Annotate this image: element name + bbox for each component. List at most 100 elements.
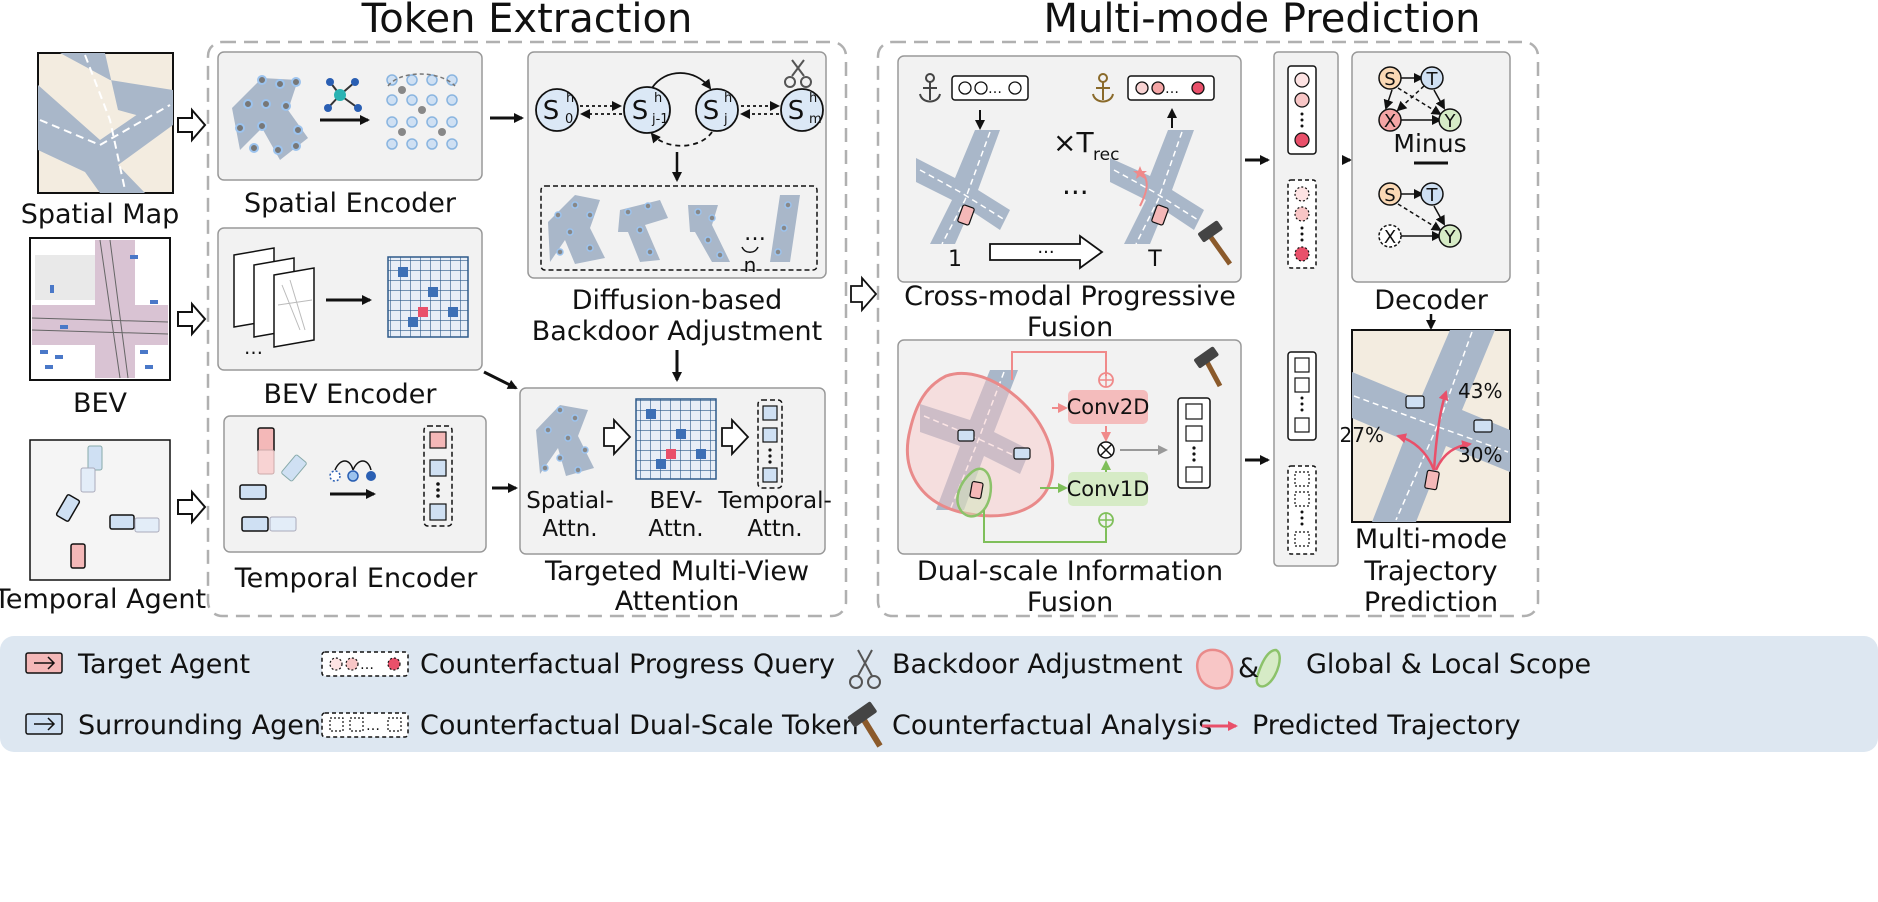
- spatial-attn-label-2: Attn.: [542, 516, 597, 542]
- svg-text:j: j: [723, 112, 728, 127]
- legend-surrounding-agent-icon: [25, 713, 63, 735]
- legend-target-agent-icon: [25, 652, 63, 674]
- diffusion-label-line2: Backdoor Adjustment: [532, 316, 822, 347]
- counterfactual-token-strip: [1287, 465, 1317, 555]
- step-ellipsis: ···: [1062, 176, 1089, 209]
- svg-text:h: h: [724, 91, 732, 106]
- legend-analysis: Counterfactual Analysis: [892, 710, 1212, 741]
- bev-attn-grid: [635, 398, 717, 480]
- legend-progress-query-icon: …: [321, 651, 409, 677]
- svg-text:…: …: [360, 657, 374, 673]
- state-node-0: S h 0: [535, 88, 579, 132]
- bev-attn-label-2: Attn.: [648, 516, 703, 542]
- mode-prob-2: 27%: [1340, 423, 1384, 447]
- anchor-icon-right: [1092, 73, 1114, 103]
- cross-modal-label-line2: Fusion: [1027, 312, 1113, 343]
- hammer-icon-bottom: [1194, 346, 1223, 388]
- svg-text:0: 0: [565, 112, 573, 127]
- dual-scale-label-line2: Fusion: [1027, 587, 1113, 618]
- hammer-icon-top: [1198, 220, 1233, 266]
- svg-text:h: h: [654, 91, 662, 106]
- svg-text:…: …: [244, 337, 263, 359]
- svg-text:…: …: [744, 221, 766, 246]
- legend-scope: Global & Local Scope: [1306, 649, 1591, 680]
- counterfactual-query-column: [1287, 179, 1317, 269]
- conv1d-label: Conv1D: [1067, 477, 1150, 501]
- conv1d-block: [1068, 472, 1148, 506]
- step-start-label: 1: [948, 247, 962, 272]
- legend-progress-query: Counterfactual Progress Query: [420, 649, 835, 680]
- legend-surrounding-agent: Surrounding Agent: [78, 710, 332, 741]
- mode-prob-3: 30%: [1458, 443, 1502, 467]
- temporal-encoder-label: Temporal Encoder: [234, 563, 478, 594]
- dual-scale-token-strip: [1287, 351, 1317, 441]
- progress-arrow: [989, 234, 1104, 270]
- legend-target-agent: Target Agent: [77, 649, 250, 680]
- state-node-j-1: S h j-1: [623, 86, 671, 134]
- graph-network-icon: [324, 78, 362, 112]
- minus-label: Minus: [1393, 129, 1466, 158]
- prediction-label-line3: Prediction: [1364, 587, 1498, 618]
- section-arrow: [850, 275, 878, 313]
- svg-text:Y: Y: [1444, 111, 1457, 132]
- intersection-step-1: [916, 130, 1010, 245]
- legend-panel: [0, 636, 1878, 752]
- bev-label: BEV: [73, 388, 128, 419]
- svg-text:S: S: [1384, 185, 1395, 206]
- svg-text:S: S: [543, 96, 560, 126]
- multi-mode-prediction-title: Multi-mode Prediction: [1043, 0, 1480, 42]
- temporal-attn-label-1: Temporal-: [717, 488, 832, 514]
- legend-scissors-icon: [849, 649, 881, 689]
- temporal-dots-icon: [329, 460, 376, 482]
- message-passing-graph: [386, 73, 458, 150]
- temporal-agent-thumbnail: [29, 439, 171, 581]
- svg-text:S: S: [788, 96, 805, 126]
- svg-text:…: …: [988, 81, 1002, 97]
- temporal-token-column: [423, 425, 453, 527]
- temporal-agent-label: Temporal Agent: [0, 584, 206, 615]
- multi-mode-frame: [876, 40, 1540, 618]
- spatial-attn-label-1: Spatial-: [526, 488, 614, 514]
- svg-text:T: T: [1426, 185, 1439, 206]
- dual-scale-token-column: [1177, 397, 1211, 489]
- legend-scope-icon: [1196, 648, 1281, 690]
- query-filled: …: [1127, 75, 1215, 101]
- temporal-attn-label-2: Attn.: [747, 516, 802, 542]
- svg-text:X: X: [1384, 227, 1396, 248]
- svg-text:T: T: [1426, 69, 1439, 90]
- legend-dual-scale-token-icon: …: [321, 712, 409, 738]
- step-end-label: T: [1147, 247, 1162, 272]
- temporal-agents-icon: [239, 427, 307, 532]
- svg-text:m: m: [809, 112, 822, 127]
- prediction-label-line1: Multi-mode: [1355, 524, 1507, 555]
- svg-text:S: S: [703, 96, 720, 126]
- state-node-j: S h j: [695, 88, 739, 132]
- legend-backdoor: Backdoor Adjustment: [892, 649, 1182, 680]
- times-label: ×T: [1053, 126, 1094, 159]
- state-node-m: S h m: [780, 88, 824, 132]
- mode-prob-1: 43%: [1458, 379, 1502, 403]
- bev-encoder-label: BEV Encoder: [263, 379, 437, 410]
- svg-text:…: …: [1165, 81, 1179, 97]
- input-arrows: [177, 107, 207, 525]
- diffusion-samples-box: [540, 185, 818, 271]
- prediction-map: [1351, 329, 1511, 523]
- token-extraction-title: Token Extraction: [361, 0, 693, 42]
- bev-grid-icon: [387, 256, 469, 338]
- state-transitions: [580, 72, 780, 147]
- legend-trajectory: Predicted Trajectory: [1252, 710, 1521, 741]
- spatial-map-label: Spatial Map: [21, 199, 180, 230]
- spatial-attn-icon: [536, 405, 594, 476]
- spatial-map-thumbnail: [37, 52, 174, 194]
- causal-graph-bottom: S T X Y: [1378, 182, 1462, 248]
- prediction-label-line2: Trajectory: [1363, 556, 1497, 587]
- intersection-step-t: [1110, 130, 1204, 245]
- bev-attn-label-1: BEV-: [650, 488, 703, 514]
- attention-title-line2: Attention: [615, 586, 740, 617]
- diffusion-samples: …: [548, 195, 800, 264]
- causal-graph-top: S T X Y: [1378, 66, 1462, 132]
- legend-amp: &: [1238, 653, 1259, 684]
- samples-n-label: n: [744, 253, 757, 277]
- query-empty: …: [951, 75, 1029, 101]
